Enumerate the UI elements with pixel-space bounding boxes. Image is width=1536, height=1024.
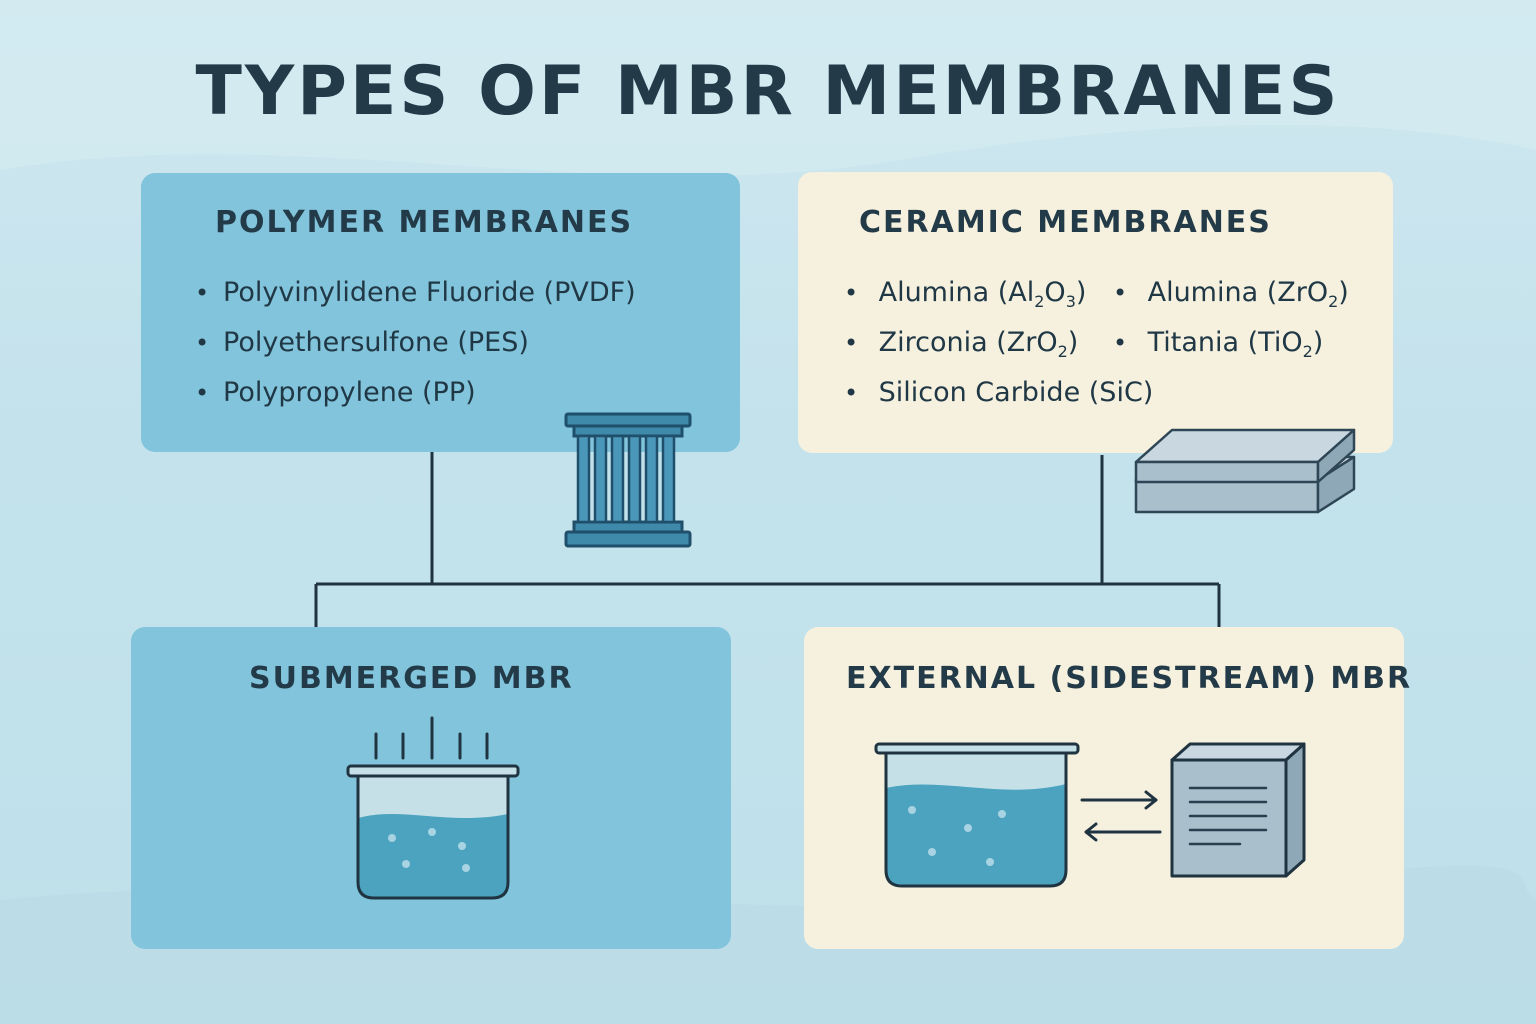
polymer-membranes-card: POLYMER MEMBRANES Polyvinylidene Fluorid…	[141, 173, 740, 452]
membrane-module-icon	[1170, 742, 1306, 878]
external-tank-icon	[874, 742, 1080, 888]
ceramic-plates-icon	[1134, 428, 1356, 514]
list-item: Alumina (ZrO2)	[1113, 277, 1349, 310]
polymer-list: Polyvinylidene Fluoride (PVDF) Polyether…	[195, 268, 636, 418]
list-item: Polyethersulfone (PES)	[195, 318, 636, 368]
list-item: Polyvinylidene Fluoride (PVDF)	[195, 268, 636, 318]
flow-arrows-icon	[1080, 790, 1162, 842]
list-item: Titania (TiO2)	[1113, 327, 1324, 360]
ceramic-membranes-card: CERAMIC MEMBRANES Alumina (Al2O3) Alumin…	[798, 172, 1393, 453]
external-mbr-title: EXTERNAL (SIDESTREAM) MBR	[846, 661, 1413, 696]
polymer-membranes-title: POLYMER MEMBRANES	[215, 205, 634, 240]
submerged-mbr-title: SUBMERGED MBR	[249, 661, 574, 696]
ceramic-membranes-title: CERAMIC MEMBRANES	[859, 205, 1272, 240]
list-item: Zirconia (ZrO2)	[844, 327, 1079, 360]
list-item: Silicon Carbide (SiC)	[844, 377, 1154, 408]
submerged-tank-icon	[346, 716, 520, 900]
hollow-fiber-module-icon	[564, 412, 692, 548]
list-item: Alumina (Al2O3)	[844, 277, 1087, 310]
list-item: Polypropylene (PP)	[195, 368, 636, 418]
page-title: TYPES OF MBR MEMBRANES	[195, 52, 1341, 131]
